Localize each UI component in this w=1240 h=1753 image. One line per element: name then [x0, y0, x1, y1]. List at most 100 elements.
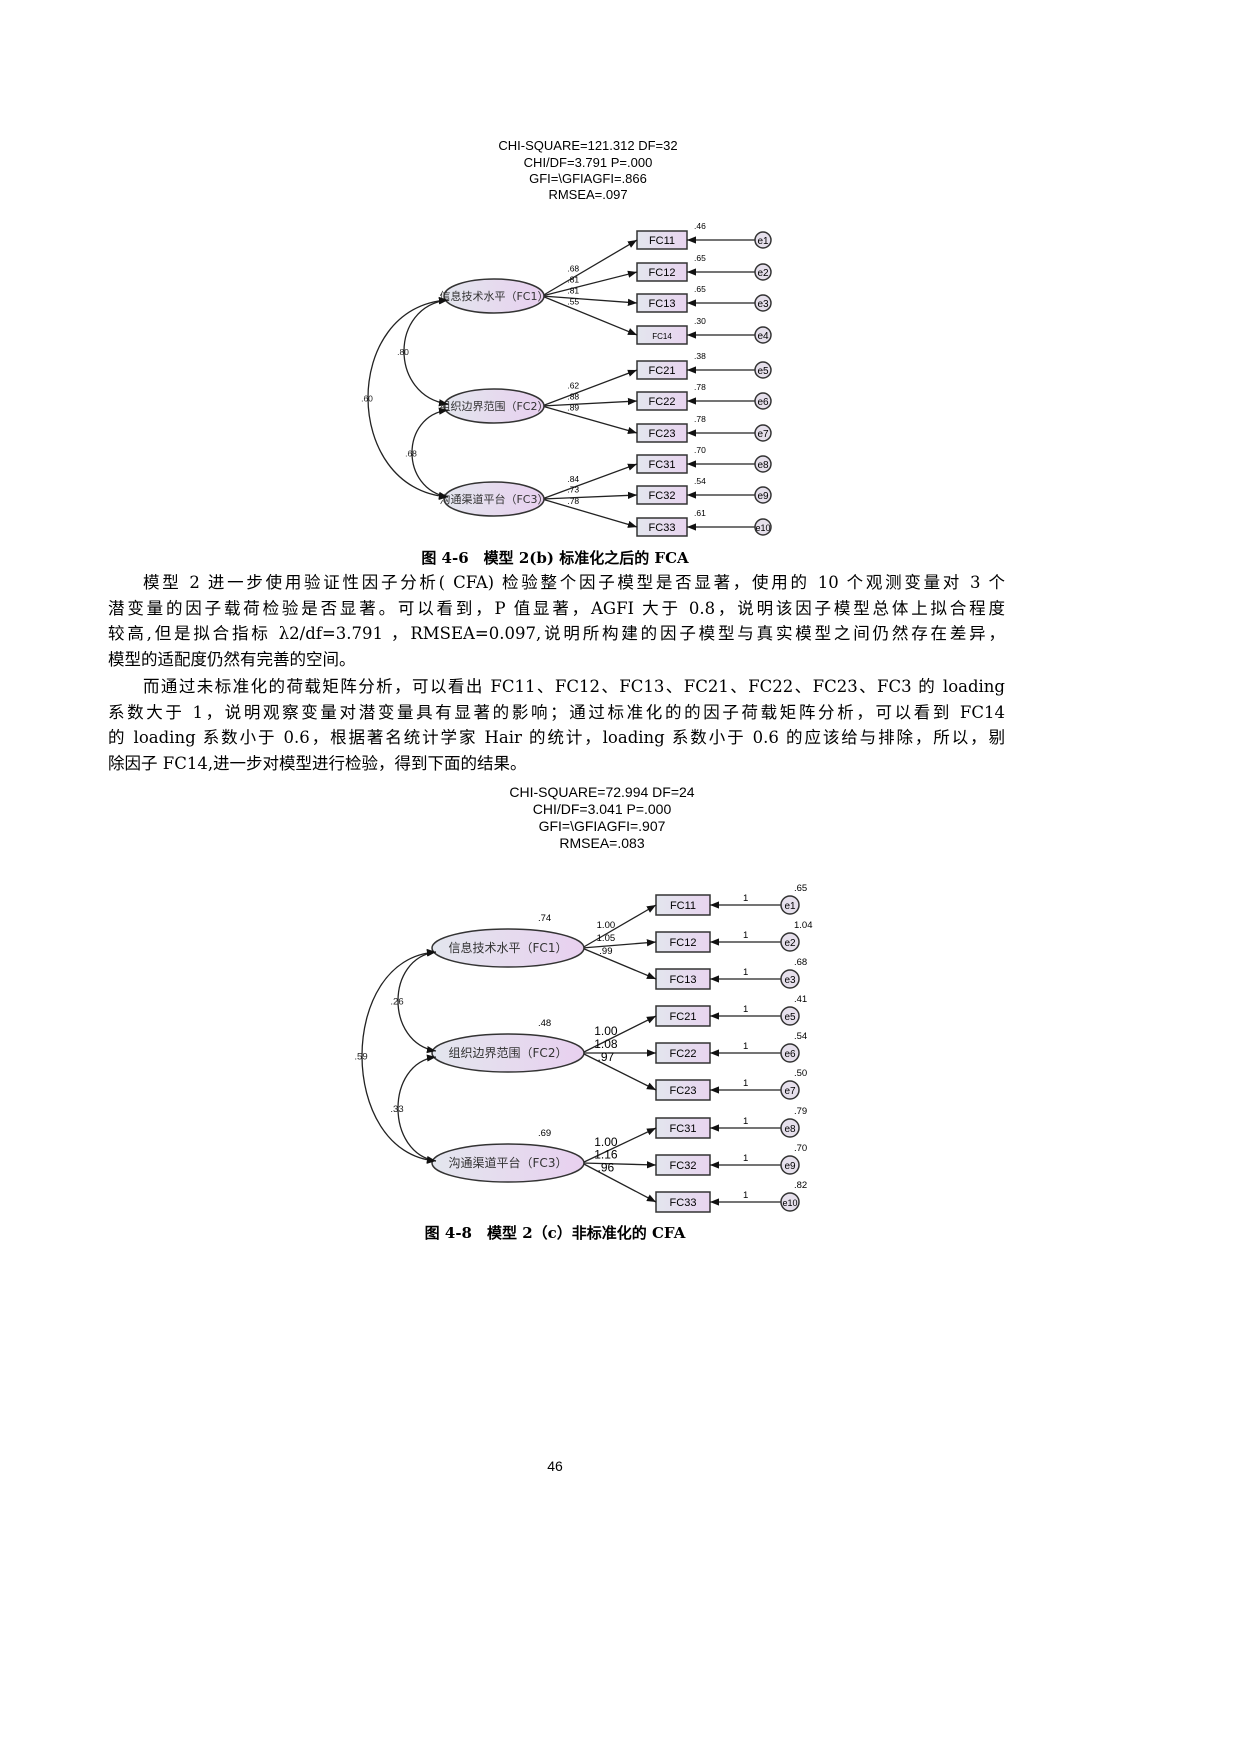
error-term-circle [754, 263, 772, 281]
factor-loading-label: .81 [567, 275, 579, 285]
observed-variable-label: FC32 [670, 1160, 697, 1172]
paragraph-2-line: 除因子 FC14,进一步对模型进行检验，得到下面的结果。 [108, 754, 527, 773]
loading-path-arrow [581, 1161, 657, 1169]
paragraph-2-line: 的 loading 系数小于 0.6，根据著名统计学家 Hair 的统计，loa… [108, 728, 1005, 747]
error-term-circle [754, 392, 772, 410]
latent-variable-label: 组织边界范围（FC2） [439, 399, 548, 413]
loading-path-arrow [581, 1015, 657, 1054]
error-weight-label: 1 [743, 1041, 748, 1052]
latent-variance-label: .48 [538, 1018, 551, 1029]
error-term-circle [754, 231, 772, 249]
loading-path-arrow [581, 904, 657, 949]
error-term-label: e3 [784, 975, 796, 986]
latent-variable-label: 组织边界范围（FC2） [449, 1046, 568, 1060]
error-variance-label: .65 [694, 253, 706, 263]
error-variance-label: .78 [694, 382, 706, 392]
latent-variance-label: .69 [538, 1128, 551, 1139]
error-term-circle [780, 1043, 800, 1063]
error-term-label: e9 [757, 491, 769, 502]
covariance-arc [403, 297, 449, 407]
factor-loading-label: .55 [567, 297, 579, 307]
covariance-arc [411, 407, 449, 500]
error-term-circle [780, 1118, 800, 1138]
latent-variance-label: .74 [538, 913, 551, 924]
error-term-label: e1 [784, 901, 796, 912]
covariance-arc [397, 949, 437, 1054]
fit-statistic: CHI-SQUARE=72.994 DF=24 [509, 784, 694, 800]
error-variance-label: .54 [694, 476, 706, 486]
loading-path-arrow [581, 947, 657, 980]
error-term-label: e4 [757, 331, 769, 342]
factor-loading-label: 1.00 [594, 1135, 618, 1149]
covariance-arc [367, 296, 449, 500]
loading-path-arrow [541, 270, 638, 297]
latent-variable-label: 信息技术水平（FC1） [439, 289, 548, 303]
observed-variable-label: FC23 [649, 428, 676, 440]
fit-statistic: CHI/DF=3.791 P=.000 [524, 155, 653, 170]
factor-loading-label: .81 [567, 285, 579, 295]
error-term-circle [780, 932, 800, 952]
observed-variable-label: FC21 [649, 365, 676, 377]
factor-loading-label: .96 [598, 1161, 615, 1175]
error-term-circle [780, 1155, 800, 1175]
observed-variable-label: FC31 [649, 459, 676, 471]
figure-caption-4-8: 图 4-8 模型 2（c）非标准化的 CFA [424, 1224, 686, 1242]
fit-statistic: CHI/DF=3.041 P=.000 [533, 801, 672, 817]
factor-loading-label: 1.08 [594, 1037, 618, 1051]
error-term-label: e5 [784, 1012, 796, 1023]
observed-variable-label: FC13 [670, 974, 697, 986]
covariance-label: .68 [405, 449, 417, 459]
error-term-circle [754, 361, 772, 379]
fit-statistic: GFI=\GFIAGFI=.907 [539, 818, 666, 834]
paragraph-1-line: 潜变量的因子载荷检验是否显著。可以看到，P 值显著，AGFI 大于 0.8，说明… [108, 599, 1005, 618]
error-term-label: e10 [755, 523, 770, 533]
error-variance-label: .46 [694, 221, 706, 231]
observed-variable-label: FC22 [670, 1048, 697, 1060]
factor-loading-label: .62 [567, 380, 579, 390]
error-variance-label: .54 [794, 1031, 807, 1042]
error-variance-label: 1.04 [794, 920, 813, 931]
fit-statistic: GFI=\GFIAGFI=.866 [529, 171, 647, 186]
error-variance-label: .50 [794, 1068, 807, 1079]
latent-variable-label: 信息技术水平（FC1） [449, 940, 568, 955]
error-term-circle [754, 518, 772, 536]
error-term-circle [754, 294, 772, 312]
error-weight-label: 1 [743, 1004, 748, 1015]
loading-path-arrow [581, 1162, 657, 1203]
factor-loading-label: 1.16 [594, 1148, 618, 1162]
error-variance-label: .70 [694, 445, 706, 455]
loading-path-arrow [541, 295, 638, 336]
error-term-label: e2 [757, 268, 769, 279]
factor-loading-label: 1.00 [597, 920, 616, 931]
covariance-label: .59 [354, 1052, 367, 1063]
error-term-label: e9 [784, 1161, 796, 1172]
loading-path-arrow [541, 239, 638, 297]
paragraph-2-line: 系数大于 1，说明观察变量对潜变量具有显著的影响；通过标准化的的因子荷载矩阵分析… [108, 703, 1005, 722]
paragraph-2-line: 而通过未标准化的荷载矩阵分析，可以看出 FC11、FC12、FC13、FC21、… [143, 677, 1005, 696]
error-weight-label: 1 [743, 1078, 748, 1089]
error-variance-label: .38 [694, 351, 706, 361]
error-variance-label: .70 [794, 1143, 807, 1154]
error-variance-label: .82 [794, 1180, 807, 1191]
factor-loading-label: .68 [567, 263, 579, 273]
error-weight-label: 1 [743, 1190, 748, 1201]
factor-loading-label: 1.00 [594, 1024, 618, 1038]
error-term-label: e3 [757, 299, 769, 310]
covariance-arc [361, 948, 437, 1164]
observed-variable-label: FC12 [670, 937, 697, 949]
factor-loading-label: .99 [599, 946, 612, 957]
observed-variable-label: FC12 [649, 267, 676, 279]
loading-path-arrow [581, 1127, 657, 1164]
error-term-label: e8 [784, 1124, 796, 1135]
observed-variable-label: FC33 [649, 522, 676, 534]
latent-variable-ellipse [431, 928, 585, 968]
covariance-label: .26 [390, 997, 403, 1008]
latent-variable-label: 沟通渠道平台（FC3） [439, 492, 548, 506]
observed-variable-label: FC11 [649, 235, 675, 247]
page-number: 46 [547, 1458, 563, 1474]
error-variance-label: .65 [794, 883, 807, 894]
factor-loading-label: .73 [567, 485, 579, 495]
error-term-label: e2 [784, 938, 796, 949]
